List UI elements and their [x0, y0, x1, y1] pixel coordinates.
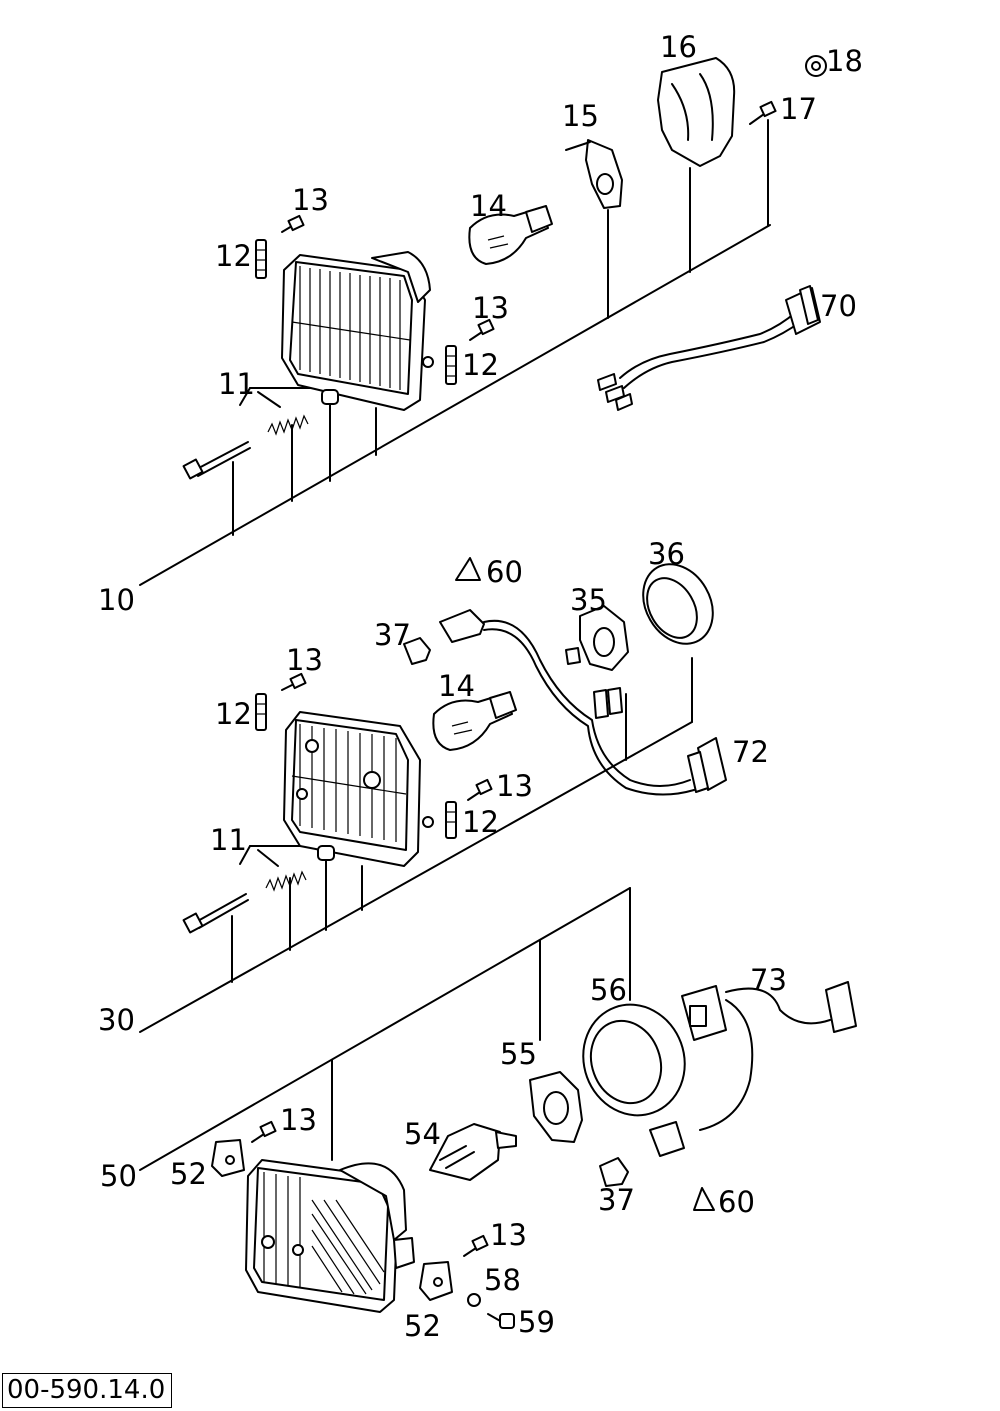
- callout-70: 70: [820, 289, 857, 323]
- callout-13-bottom: 13: [280, 1103, 317, 1137]
- bulb-37-bottom: [599, 1157, 629, 1187]
- screw-59: [487, 1313, 515, 1329]
- harness-73: [649, 981, 857, 1157]
- screw-17: [749, 100, 777, 125]
- retainer-55: [529, 1071, 583, 1143]
- grommet-18: [805, 55, 827, 77]
- callout-10: 10: [98, 583, 135, 617]
- callout-16: 16: [660, 30, 697, 64]
- callout-13-top: 13: [292, 183, 329, 217]
- cap-60-bottom: [693, 1187, 715, 1211]
- callout-30: 30: [98, 1003, 135, 1037]
- callout-36: 36: [648, 537, 685, 571]
- adjusting-screw-10: [182, 441, 251, 480]
- screw-13-mid-top: [281, 672, 307, 691]
- callout-54: 54: [404, 1117, 441, 1151]
- callout-18: 18: [826, 44, 863, 78]
- callout-12-mid-right: 12: [462, 805, 499, 839]
- callout-17: 17: [780, 92, 817, 126]
- adjusting-screw-30: [182, 893, 249, 934]
- callout-13-bottom-right: 13: [490, 1218, 527, 1252]
- washer-58: [467, 1293, 481, 1307]
- callout-60-mid: 60: [486, 555, 523, 589]
- clip-12-mid-right: [445, 801, 457, 839]
- leader-lines-group-10: [139, 119, 771, 586]
- connector-72: [687, 737, 727, 793]
- nut-30: [317, 845, 335, 861]
- callout-12-top: 12: [215, 239, 252, 273]
- cap-60-mid: [455, 557, 481, 581]
- callout-50: 50: [100, 1159, 137, 1193]
- screw-13-top: [281, 214, 305, 233]
- bulb-socket-cable-30: [439, 609, 695, 796]
- bracket-15: [565, 139, 623, 209]
- bracket-52-top: [211, 1139, 245, 1177]
- leader-lines-group-30: [139, 657, 693, 1033]
- leader-lines-group-50: [139, 887, 631, 1171]
- callout-37-bottom: 37: [598, 1183, 635, 1217]
- callout-11-mid: 11: [210, 823, 247, 857]
- callout-60-bottom: 60: [718, 1185, 755, 1219]
- callout-13-mid-right: 13: [496, 769, 533, 803]
- callout-58: 58: [484, 1263, 521, 1297]
- clip-12-top: [255, 239, 267, 279]
- callout-11-top: 11: [218, 367, 255, 401]
- bulb-37-mid: [403, 637, 431, 665]
- callout-37-mid: 37: [374, 618, 411, 652]
- bracket-52-bottom: [419, 1261, 453, 1301]
- screw-13-right: [469, 318, 495, 341]
- clip-12-right: [445, 345, 457, 385]
- callout-12-top-right: 12: [462, 348, 499, 382]
- bulb-14-top: [468, 205, 553, 265]
- bulb-54: [429, 1123, 517, 1181]
- ring-36: [642, 563, 714, 645]
- spring-10: [267, 414, 309, 436]
- callout-14-mid: 14: [438, 669, 475, 703]
- callout-52-bottom: 52: [404, 1309, 441, 1343]
- clip-12-mid-top: [255, 693, 267, 731]
- callout-13-top-right: 13: [472, 291, 509, 325]
- callout-35: 35: [570, 583, 607, 617]
- callout-72: 72: [732, 735, 769, 769]
- callout-14-top: 14: [470, 189, 507, 223]
- headlight-housing-10: [281, 251, 434, 411]
- callout-52-left: 52: [170, 1157, 207, 1191]
- callout-15: 15: [562, 99, 599, 133]
- diagram-reference-number: 00-590.14.0: [2, 1373, 173, 1408]
- headlight-housing-50: [245, 1159, 415, 1313]
- screw-13-mid-right: [467, 778, 493, 801]
- callout-73: 73: [750, 963, 787, 997]
- reflector-ring-56: [582, 1003, 686, 1117]
- screw-13-bottom-right: [463, 1234, 489, 1257]
- wiring-harness-70: [597, 285, 821, 411]
- spring-30: [265, 870, 307, 892]
- callout-59: 59: [518, 1305, 555, 1339]
- headlight-housing-30: [283, 711, 434, 867]
- nut-10: [321, 389, 339, 405]
- callout-55: 55: [500, 1037, 537, 1071]
- callout-56: 56: [590, 973, 627, 1007]
- reflector-35: [579, 605, 629, 671]
- screw-13-bottom-top: [251, 1120, 277, 1143]
- bulb-14-mid: [432, 691, 517, 751]
- callout-13-mid: 13: [286, 643, 323, 677]
- cover-16: [657, 57, 736, 167]
- callout-12-mid: 12: [215, 697, 252, 731]
